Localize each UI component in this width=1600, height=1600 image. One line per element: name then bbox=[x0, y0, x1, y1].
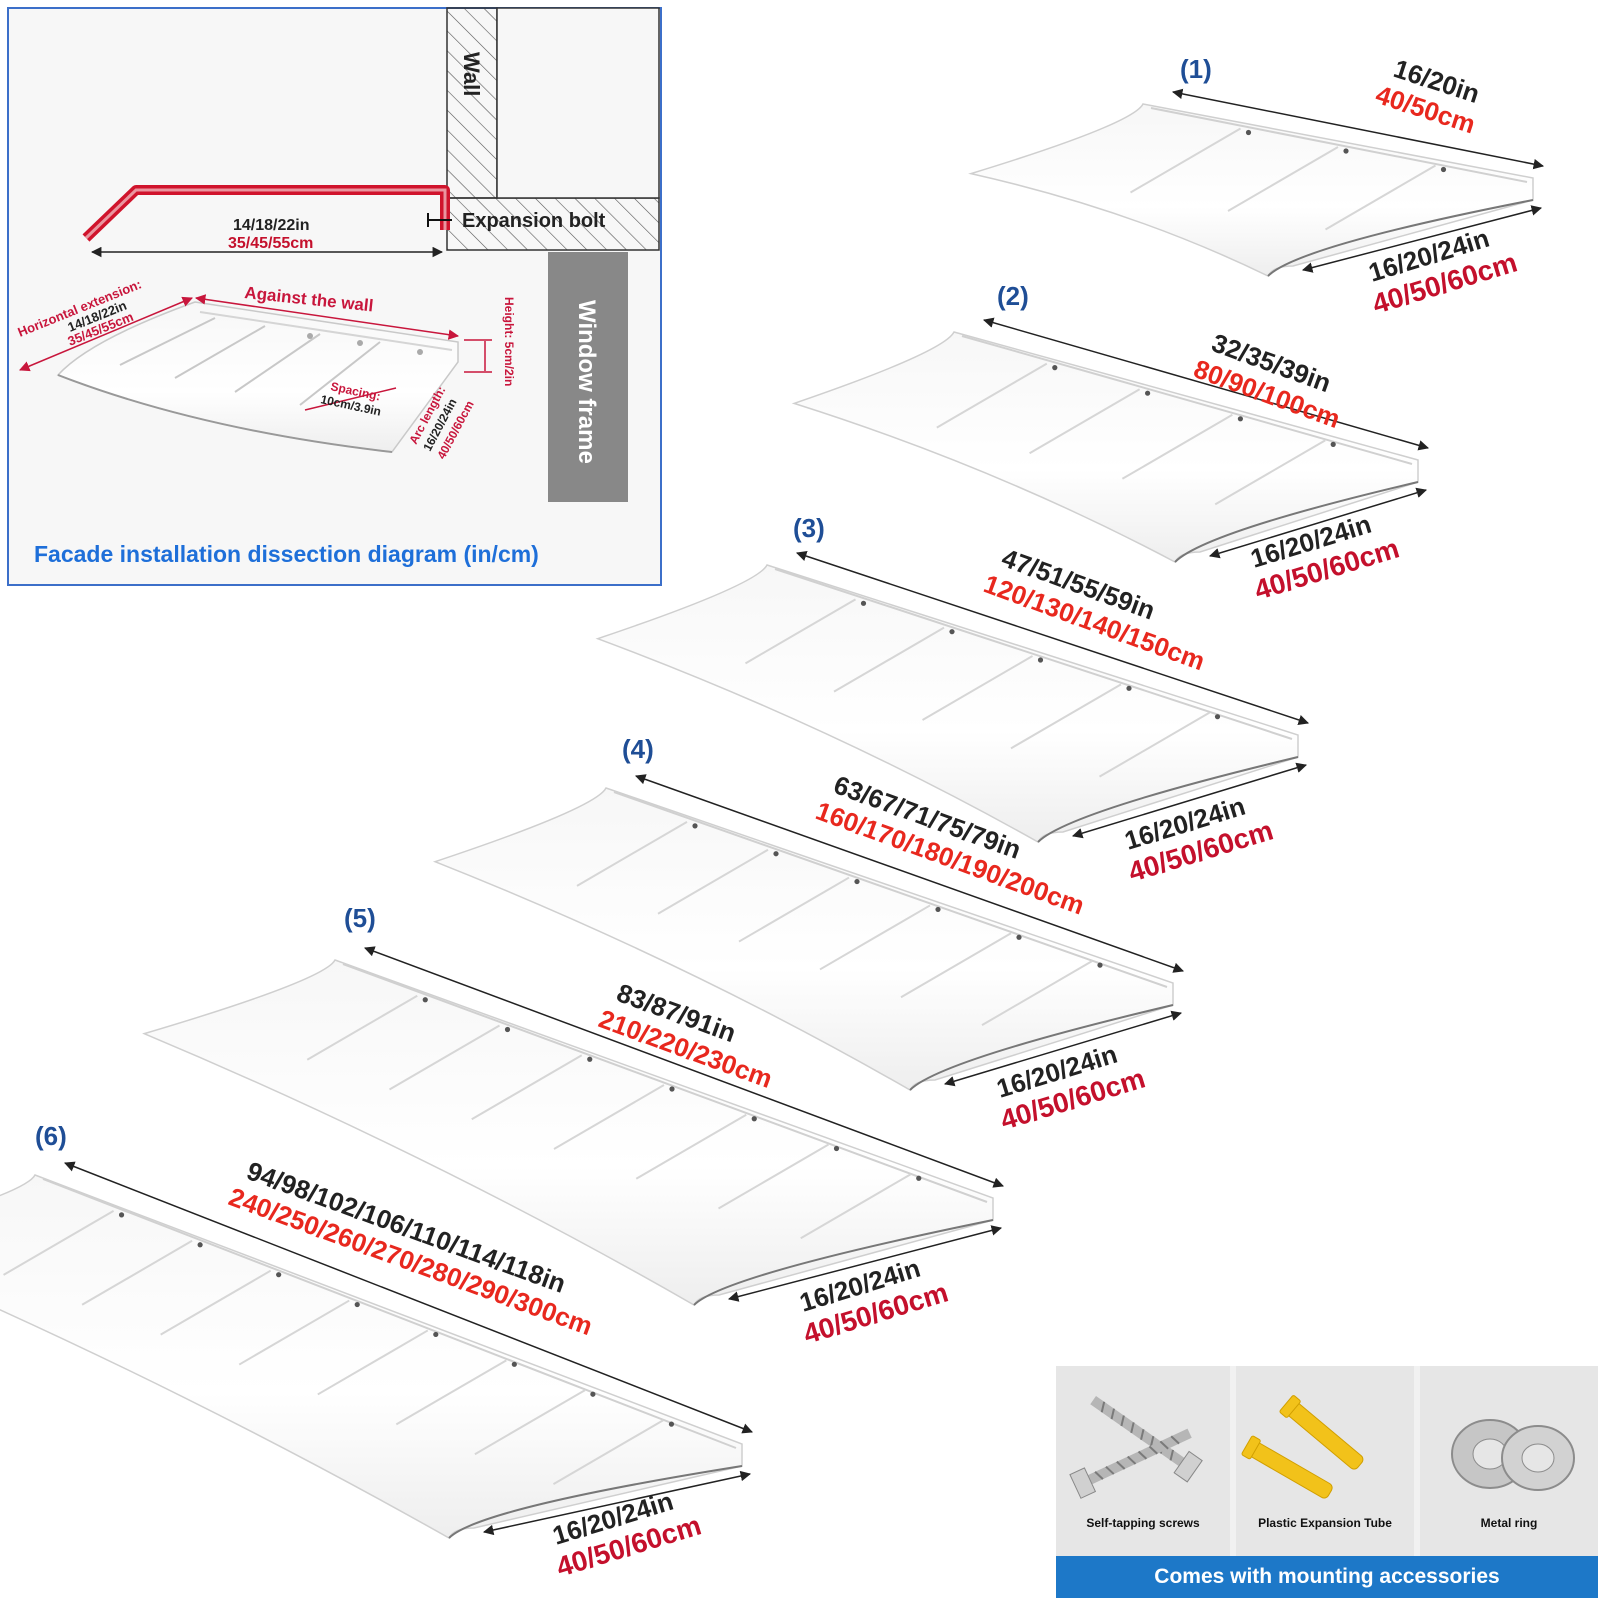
wall-label: Wall bbox=[459, 52, 484, 96]
depth-dimension bbox=[1208, 487, 1428, 559]
size-number-label: (3) bbox=[793, 513, 825, 543]
mount-hole bbox=[833, 1145, 840, 1152]
mount-hole bbox=[587, 1056, 593, 1062]
depth-dimension bbox=[727, 1225, 1003, 1302]
mount-hole bbox=[511, 1361, 517, 1367]
mount-hole bbox=[1245, 129, 1252, 136]
mount-hole bbox=[949, 629, 955, 635]
size-number-label: (1) bbox=[1180, 54, 1212, 84]
mount-hole bbox=[669, 1086, 675, 1092]
mount-hole bbox=[935, 906, 941, 913]
mount-hole bbox=[1126, 685, 1132, 691]
mount-hole bbox=[1440, 166, 1447, 173]
height-label: Height: 5cm/2in bbox=[502, 297, 516, 386]
mount-hole bbox=[854, 878, 860, 885]
mount-hole bbox=[1330, 441, 1336, 447]
mount-hole bbox=[1145, 390, 1151, 396]
accessory-expansion-tube-label: Plastic Expansion Tube bbox=[1258, 1516, 1392, 1530]
window-frame-label: Window frame bbox=[573, 300, 600, 464]
mount-hole bbox=[1097, 962, 1103, 968]
mount-hole bbox=[433, 1331, 439, 1338]
mount-hole bbox=[773, 851, 779, 857]
mount-hole bbox=[1214, 714, 1221, 720]
depth-dimension bbox=[482, 1470, 752, 1536]
diagram-caption: Facade installation dissection diagram (… bbox=[34, 541, 539, 567]
size-number-label: (4) bbox=[622, 734, 654, 764]
mount-hole bbox=[751, 1116, 757, 1122]
size-variant-2: (2)32/35/39in80/90/100cm16/20/24in40/50/… bbox=[791, 281, 1430, 606]
accessory-screws: Self-tapping screws bbox=[1056, 1366, 1230, 1556]
depth-dimension bbox=[1301, 205, 1543, 273]
mount-hole bbox=[118, 1212, 125, 1218]
extension-in: 14/18/22in bbox=[233, 217, 310, 234]
mount-hole bbox=[354, 1301, 360, 1308]
size-variants: (1)16/20in40/50cm16/20/24in40/50/60cm(2)… bbox=[0, 53, 1545, 1583]
mount-hole bbox=[1016, 934, 1022, 940]
length-dimension bbox=[1171, 88, 1545, 170]
length-dimension bbox=[64, 1161, 753, 1434]
length-dimension bbox=[364, 946, 1004, 1188]
size-number-label: (5) bbox=[344, 903, 376, 933]
mount-hole bbox=[197, 1242, 203, 1248]
size-number-label: (2) bbox=[997, 281, 1029, 311]
installation-diagram: Wall Window frame Expansion bolt 14/18/2… bbox=[7, 7, 662, 586]
length-dimension bbox=[635, 774, 1184, 973]
accessory-screws-label: Self-tapping screws bbox=[1086, 1516, 1200, 1530]
mount-hole bbox=[276, 1272, 282, 1278]
mount-hole bbox=[1343, 148, 1349, 154]
accessories-panel: Self-tapping screws Plastic Expansion Tu… bbox=[1056, 1366, 1598, 1598]
extension-cm: 35/45/55cm bbox=[228, 235, 313, 252]
mount-hole bbox=[590, 1391, 596, 1397]
expansion-tube-icon bbox=[1241, 1395, 1364, 1499]
accessory-metal-ring: Metal ring bbox=[1420, 1366, 1598, 1556]
accessory-metal-ring-label: Metal ring bbox=[1480, 1516, 1538, 1530]
mount-hole bbox=[668, 1421, 675, 1427]
length-dimension bbox=[982, 317, 1430, 451]
mount-hole bbox=[1037, 657, 1044, 663]
size-number-label: (6) bbox=[35, 1121, 67, 1151]
length-dimension bbox=[796, 551, 1309, 725]
mount-hole bbox=[504, 1026, 511, 1033]
mount-hole bbox=[422, 997, 428, 1003]
washer-icon bbox=[1451, 1419, 1575, 1491]
mount-hole bbox=[860, 600, 867, 606]
mount-hole bbox=[1237, 416, 1243, 422]
mount-hole bbox=[916, 1175, 922, 1181]
mount-hole bbox=[1052, 365, 1058, 371]
window-frame: Window frame bbox=[548, 252, 628, 502]
wall-section: Wall bbox=[446, 7, 660, 251]
expansion-bolt-label: Expansion bolt bbox=[462, 210, 606, 232]
mount-hole bbox=[692, 823, 698, 829]
accessory-expansion-tube: Plastic Expansion Tube bbox=[1236, 1366, 1414, 1556]
accessories-banner: Comes with mounting accessories bbox=[1056, 1556, 1598, 1598]
size-variant-5: (5)83/87/91in210/220/230cm16/20/24in40/5… bbox=[142, 903, 1004, 1350]
screw-icon bbox=[1069, 1396, 1203, 1499]
expansion-bolt bbox=[427, 213, 452, 227]
